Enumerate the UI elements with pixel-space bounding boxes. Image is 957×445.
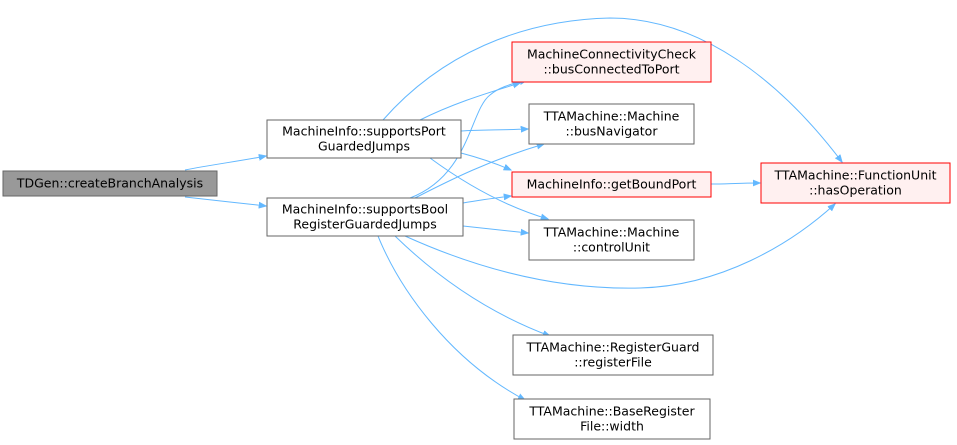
node-box-n2 bbox=[266, 197, 464, 237]
node-label-line: MachineInfo::getBoundPort bbox=[527, 177, 697, 192]
edge-n1-n7 bbox=[382, 17, 842, 162]
edge-n1-n6 bbox=[429, 157, 548, 219]
node-box-n3 bbox=[511, 41, 712, 83]
node-label-line: TTAMachine::Machine bbox=[543, 225, 680, 240]
edge-n2-n9 bbox=[377, 235, 525, 400]
edge-n1-n3 bbox=[419, 83, 520, 121]
edge-n2-n4 bbox=[414, 144, 544, 199]
node-n3[interactable]: MachineConnectivityCheck::busConnectedTo… bbox=[511, 41, 712, 83]
node-box-n5 bbox=[511, 171, 712, 198]
edge-n1-n4 bbox=[460, 129, 528, 131]
node-label-line: TTAMachine::FunctionUnit bbox=[774, 168, 937, 183]
node-box-n1 bbox=[266, 119, 462, 159]
node-label-line: ::busNavigator bbox=[566, 124, 659, 139]
node-n0[interactable]: TDGen::createBranchAnalysis bbox=[2, 170, 218, 197]
node-label-line: File::width bbox=[580, 419, 644, 434]
node-box-n6 bbox=[528, 219, 695, 261]
edge-n0-n1 bbox=[184, 156, 266, 171]
node-label-line: ::busConnectedToPort bbox=[543, 62, 679, 77]
node-label-line: MachineConnectivityCheck bbox=[527, 47, 697, 62]
edge-n2-n6 bbox=[462, 225, 528, 233]
node-box-n8 bbox=[512, 334, 714, 376]
node-label-line: MachineInfo::supportsBool bbox=[282, 202, 448, 217]
edge-n1-n5 bbox=[460, 152, 511, 170]
edge-n2-n7 bbox=[404, 204, 835, 289]
node-label-line: ::hasOperation bbox=[809, 183, 902, 198]
node-label-line: MachineInfo::supportsPort bbox=[282, 124, 446, 139]
node-label-line: RegisterGuardedJumps bbox=[293, 217, 436, 232]
node-n7[interactable]: TTAMachine::FunctionUnit::hasOperation bbox=[760, 162, 951, 204]
node-n4[interactable]: TTAMachine::Machine::busNavigator bbox=[528, 103, 695, 145]
node-box-n7 bbox=[760, 162, 951, 204]
node-label-line: ::registerFile bbox=[574, 355, 652, 370]
node-n2[interactable]: MachineInfo::supportsBoolRegisterGuarded… bbox=[266, 197, 464, 237]
node-box-n9 bbox=[513, 398, 711, 440]
node-label-line: GuardedJumps bbox=[318, 139, 410, 154]
node-label-line: TTAMachine::BaseRegister bbox=[528, 404, 695, 419]
node-n6[interactable]: TTAMachine::Machine::controlUnit bbox=[528, 219, 695, 261]
edge-layer bbox=[184, 17, 842, 400]
node-box-n0 bbox=[2, 170, 218, 197]
node-label-line: TTAMachine::Machine bbox=[543, 109, 680, 124]
node-label-line: ::controlUnit bbox=[573, 240, 650, 255]
edge-n2-n5 bbox=[462, 196, 511, 204]
node-label-line: TTAMachine::RegisterGuard bbox=[526, 340, 700, 355]
node-n5[interactable]: MachineInfo::getBoundPort bbox=[511, 171, 712, 198]
node-layer: TDGen::createBranchAnalysisMachineInfo::… bbox=[2, 41, 951, 440]
edge-n2-n8 bbox=[394, 235, 550, 336]
edge-n0-n2 bbox=[184, 196, 266, 206]
edge-n5-n7 bbox=[710, 183, 760, 184]
node-label-line: TDGen::createBranchAnalysis bbox=[16, 176, 203, 191]
node-box-n4 bbox=[528, 103, 695, 145]
node-n8[interactable]: TTAMachine::RegisterGuard::registerFile bbox=[512, 334, 714, 376]
edge-n2-n3 bbox=[409, 80, 527, 199]
